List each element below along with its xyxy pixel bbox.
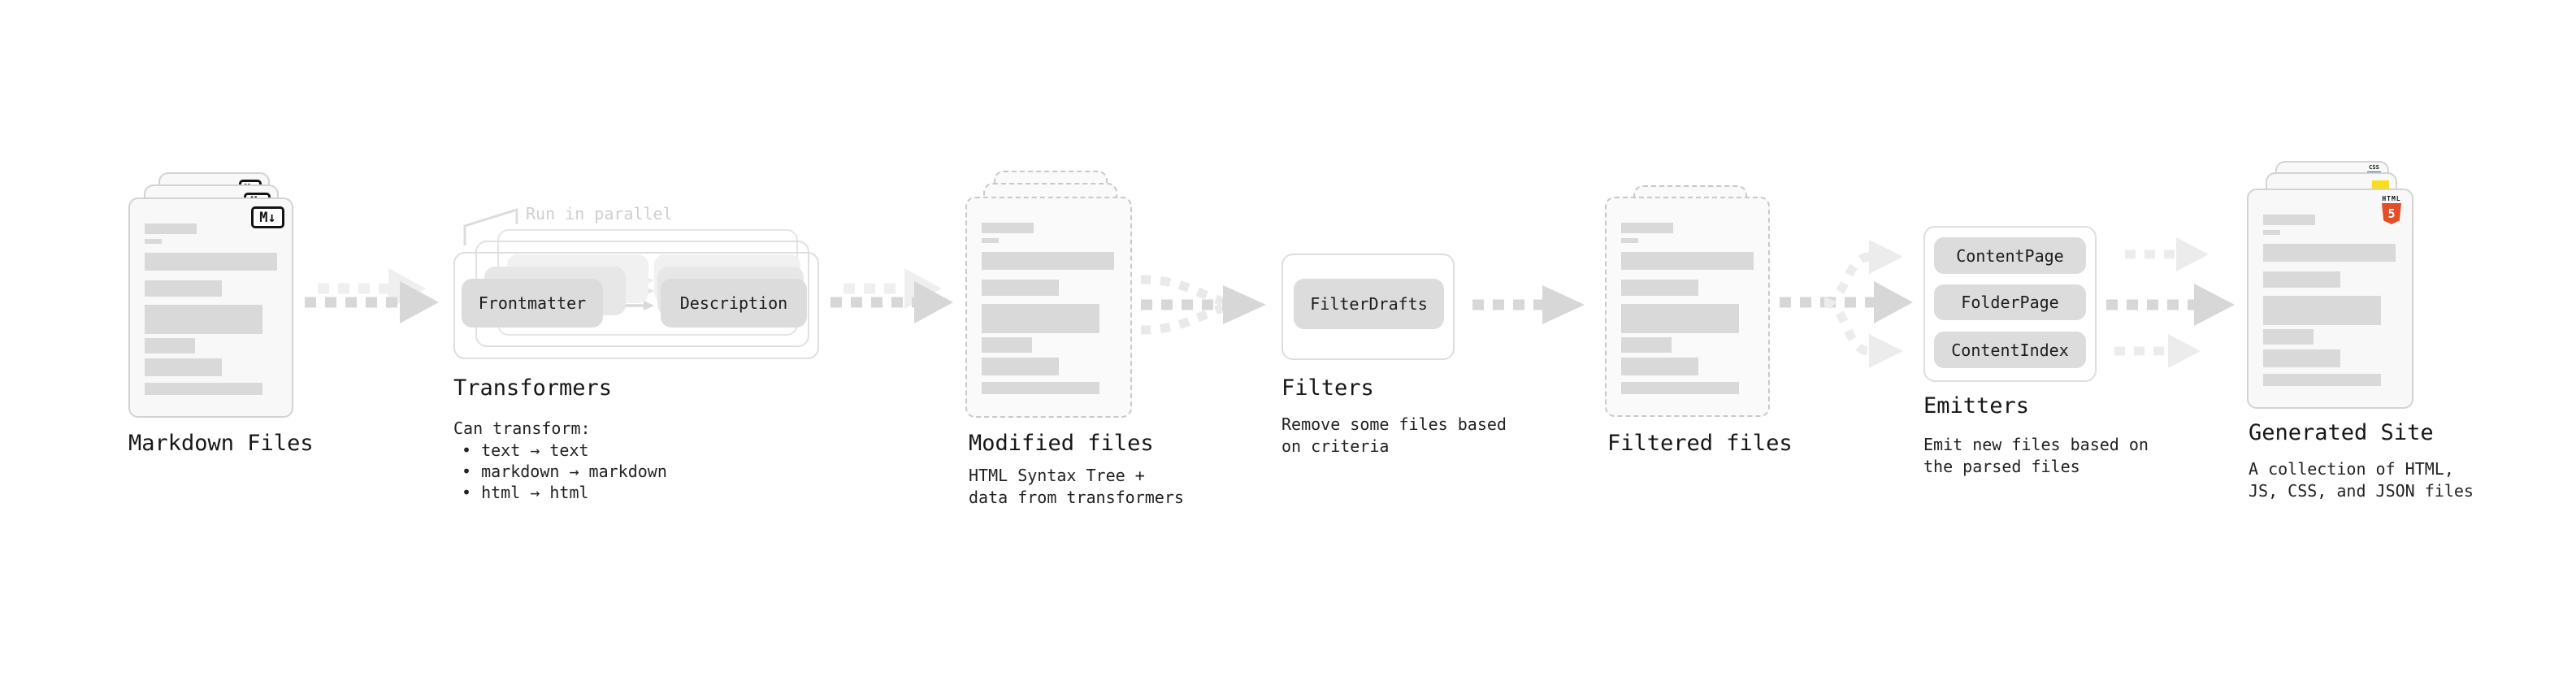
filters-box	[1281, 254, 1455, 360]
pill-contentindex: ContentIndex	[1934, 332, 2086, 368]
stage-caption: HTML Syntax Tree +	[969, 466, 1145, 485]
placeholder-bar	[2263, 215, 2315, 225]
placeholder-bar	[1621, 304, 1739, 333]
arrow-markdown-to-transformers-icon	[305, 268, 439, 323]
stage-label-filters: Filters	[1281, 375, 1374, 401]
pill-folderpage: FolderPage	[1934, 284, 2086, 320]
placeholder-bar	[145, 383, 262, 395]
html5-icon: HTML 5	[2381, 195, 2402, 224]
stage-caption: • html → html	[462, 483, 589, 502]
stage-label-generated-site: Generated Site	[2249, 420, 2434, 445]
placeholder-bar	[1621, 358, 1698, 375]
placeholder-bar	[2263, 244, 2396, 262]
arrow-filtered-to-emitters-fanout-icon	[1780, 240, 1913, 368]
markdown-icon: M↓	[251, 206, 284, 228]
stage-caption: Can transform:	[453, 419, 591, 438]
placeholder-bar	[1621, 252, 1754, 270]
placeholder-bar	[1621, 238, 1638, 243]
javascript-icon	[2372, 180, 2389, 190]
run-in-parallel-leader-line	[463, 207, 518, 245]
stage-label-emitters: Emitters	[1923, 393, 2030, 419]
stage-label-modified-files: Modified files	[969, 431, 1154, 456]
arrow-modified-to-filters-merge-icon	[1140, 275, 1266, 335]
stage-caption: • text → text	[462, 440, 589, 460]
stage-caption: JS, CSS, and JSON files	[2249, 481, 2474, 501]
arrow-filters-to-filtered-icon	[1472, 285, 1585, 324]
stage-label-filtered-files: Filtered files	[1607, 431, 1793, 456]
placeholder-bar	[982, 238, 999, 243]
pill-description: Description	[661, 279, 807, 327]
transformer-layer-box	[453, 252, 819, 359]
placeholder-bar	[145, 223, 197, 234]
placeholder-bar	[982, 382, 1099, 394]
placeholder-bar	[982, 358, 1059, 375]
placeholder-bar	[1621, 223, 1673, 233]
placeholder-bar	[145, 338, 195, 354]
placeholder-bar	[2263, 329, 2314, 345]
placeholder-bar	[145, 358, 222, 376]
placeholder-bar	[2263, 230, 2280, 235]
stage-caption: Emit new files based on	[1923, 435, 2149, 454]
placeholder-bar	[1621, 382, 1739, 394]
placeholder-bar	[982, 337, 1032, 353]
placeholder-bar	[145, 253, 277, 271]
placeholder-bar	[982, 280, 1059, 296]
placeholder-bar	[2263, 296, 2381, 325]
stage-caption: A collection of HTML,	[2249, 459, 2454, 479]
placeholder-bar	[1621, 280, 1698, 296]
placeholder-bar	[2263, 271, 2340, 288]
arrows-emitters-to-generated-icon	[2106, 237, 2235, 368]
placeholder-bar	[145, 280, 222, 297]
arrow-transformers-to-modified-icon	[830, 268, 953, 323]
file-card: M↓	[128, 197, 293, 418]
pill-frontmatter: Frontmatter	[462, 279, 603, 327]
emitters-box	[1923, 226, 2097, 382]
stage-caption: data from transformers	[969, 488, 1184, 507]
placeholder-bar	[982, 304, 1099, 333]
pill-filterdrafts: FilterDrafts	[1294, 279, 1444, 329]
stage-label-transformers: Transformers	[453, 375, 613, 401]
stage-caption: on criteria	[1281, 436, 1390, 456]
file-card: HTML 5	[2247, 189, 2413, 409]
placeholder-bar	[2263, 349, 2340, 367]
placeholder-bar	[2263, 374, 2381, 386]
placeholder-bar	[145, 239, 162, 244]
run-in-parallel-annotation: Run in parallel	[526, 204, 673, 223]
pill-contentpage: ContentPage	[1934, 237, 2086, 274]
placeholder-bar	[982, 252, 1114, 270]
placeholder-bar	[1621, 337, 1672, 353]
file-card	[1605, 197, 1770, 417]
stage-caption: the parsed files	[1923, 457, 2080, 476]
placeholder-bar	[982, 223, 1034, 233]
stage-label-markdown-files: Markdown Files	[128, 431, 314, 456]
placeholder-bar	[145, 305, 262, 334]
stage-caption: • markdown → markdown	[462, 462, 667, 481]
file-card	[965, 197, 1132, 418]
stage-caption: Remove some files based	[1281, 414, 1507, 434]
